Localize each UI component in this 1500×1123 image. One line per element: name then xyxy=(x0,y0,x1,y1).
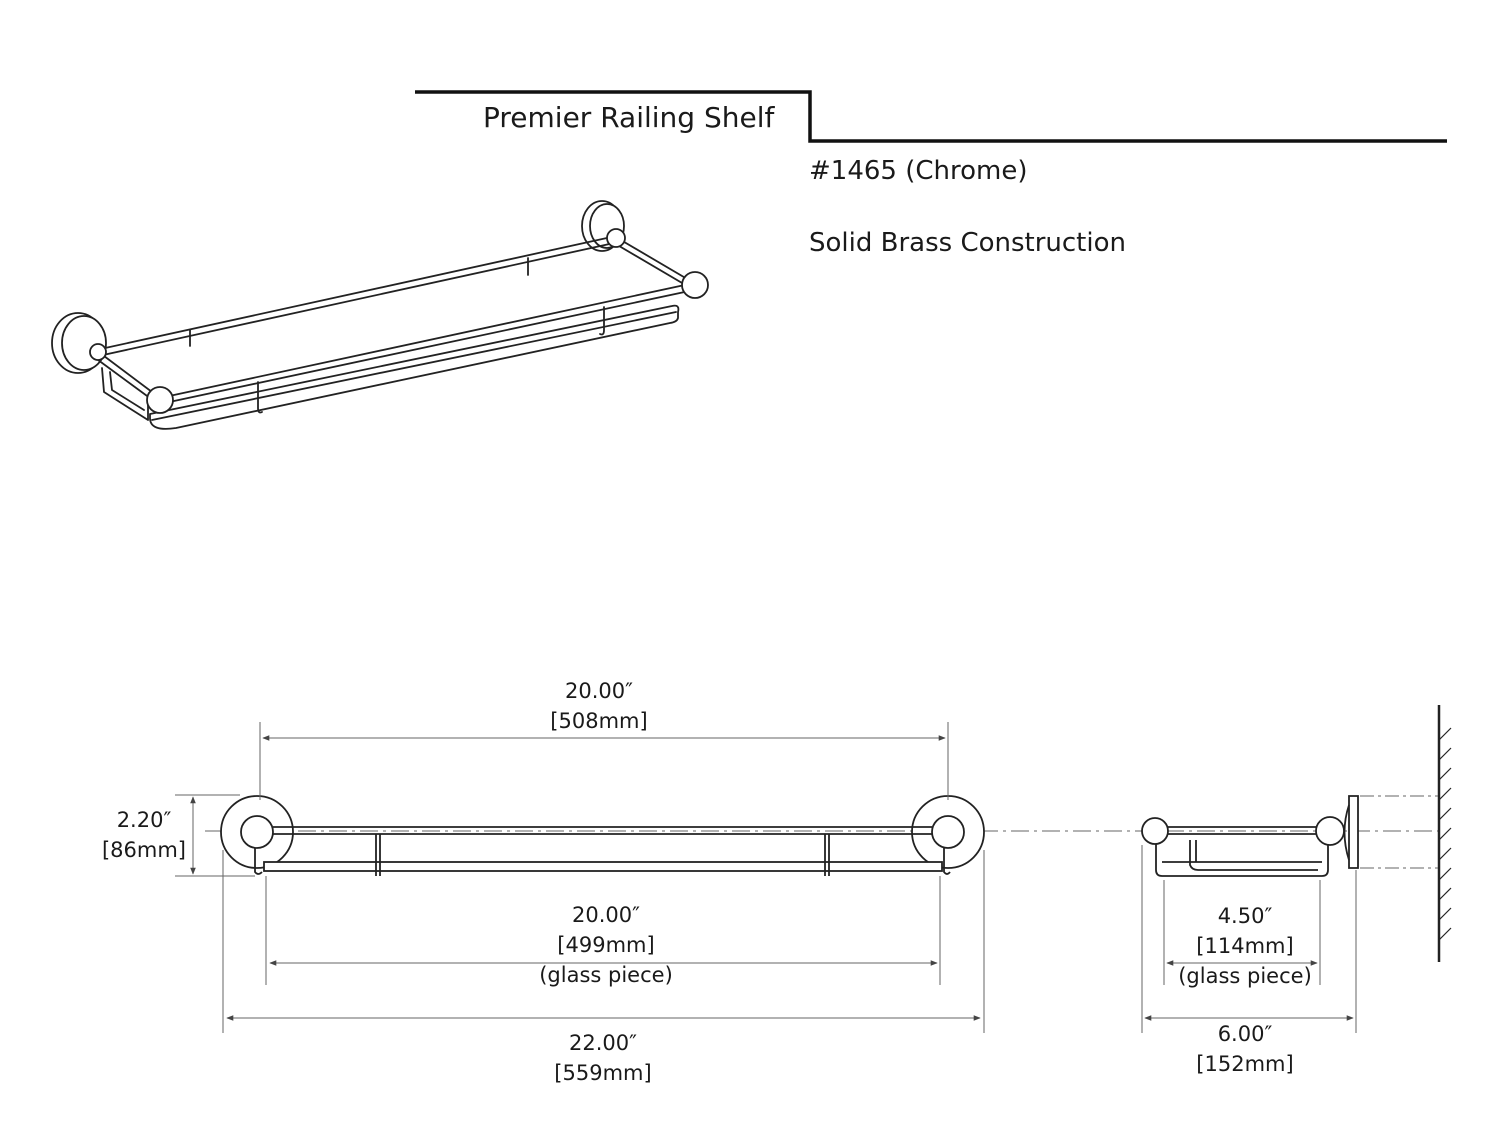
material-note: Solid Brass Construction xyxy=(809,228,1126,258)
dim-glass-length-in: 20.00″ xyxy=(572,903,640,927)
dim-top-width-mm: [508mm] xyxy=(550,709,648,733)
dim-overall-length-label: 22.00″ [559mm] xyxy=(554,1028,651,1088)
dim-glass-depth-note: (glass piece) xyxy=(1178,964,1312,988)
dim-height-in: 2.20″ xyxy=(116,808,172,832)
dim-overall-depth-label: 6.00″ [152mm] xyxy=(1196,1019,1293,1079)
dim-glass-depth-in: 4.50″ xyxy=(1217,904,1273,928)
dim-overall-depth-mm: [152mm] xyxy=(1196,1052,1294,1076)
dim-overall-length-mm: [559mm] xyxy=(554,1061,652,1085)
dim-top-width-in: 20.00″ xyxy=(565,679,633,703)
dim-glass-depth-label: 4.50″ [114mm] (glass piece) xyxy=(1178,901,1312,991)
dim-glass-length-note: (glass piece) xyxy=(539,963,673,987)
dim-overall-depth-in: 6.00″ xyxy=(1217,1022,1273,1046)
dim-glass-depth-mm: [114mm] xyxy=(1196,934,1294,958)
dim-height-label: 2.20″ [86mm] xyxy=(102,805,186,865)
dim-height-mm: [86mm] xyxy=(101,838,187,862)
dim-overall-length-in: 22.00″ xyxy=(569,1031,637,1055)
dim-glass-length-mm: [499mm] xyxy=(557,933,655,957)
product-title: Premier Railing Shelf xyxy=(483,101,775,134)
dim-glass-length-label: 20.00″ [499mm] (glass piece) xyxy=(539,900,673,990)
dim-top-width-label: 20.00″ [508mm] xyxy=(550,676,647,736)
model-number: #1465 (Chrome) xyxy=(809,156,1028,186)
